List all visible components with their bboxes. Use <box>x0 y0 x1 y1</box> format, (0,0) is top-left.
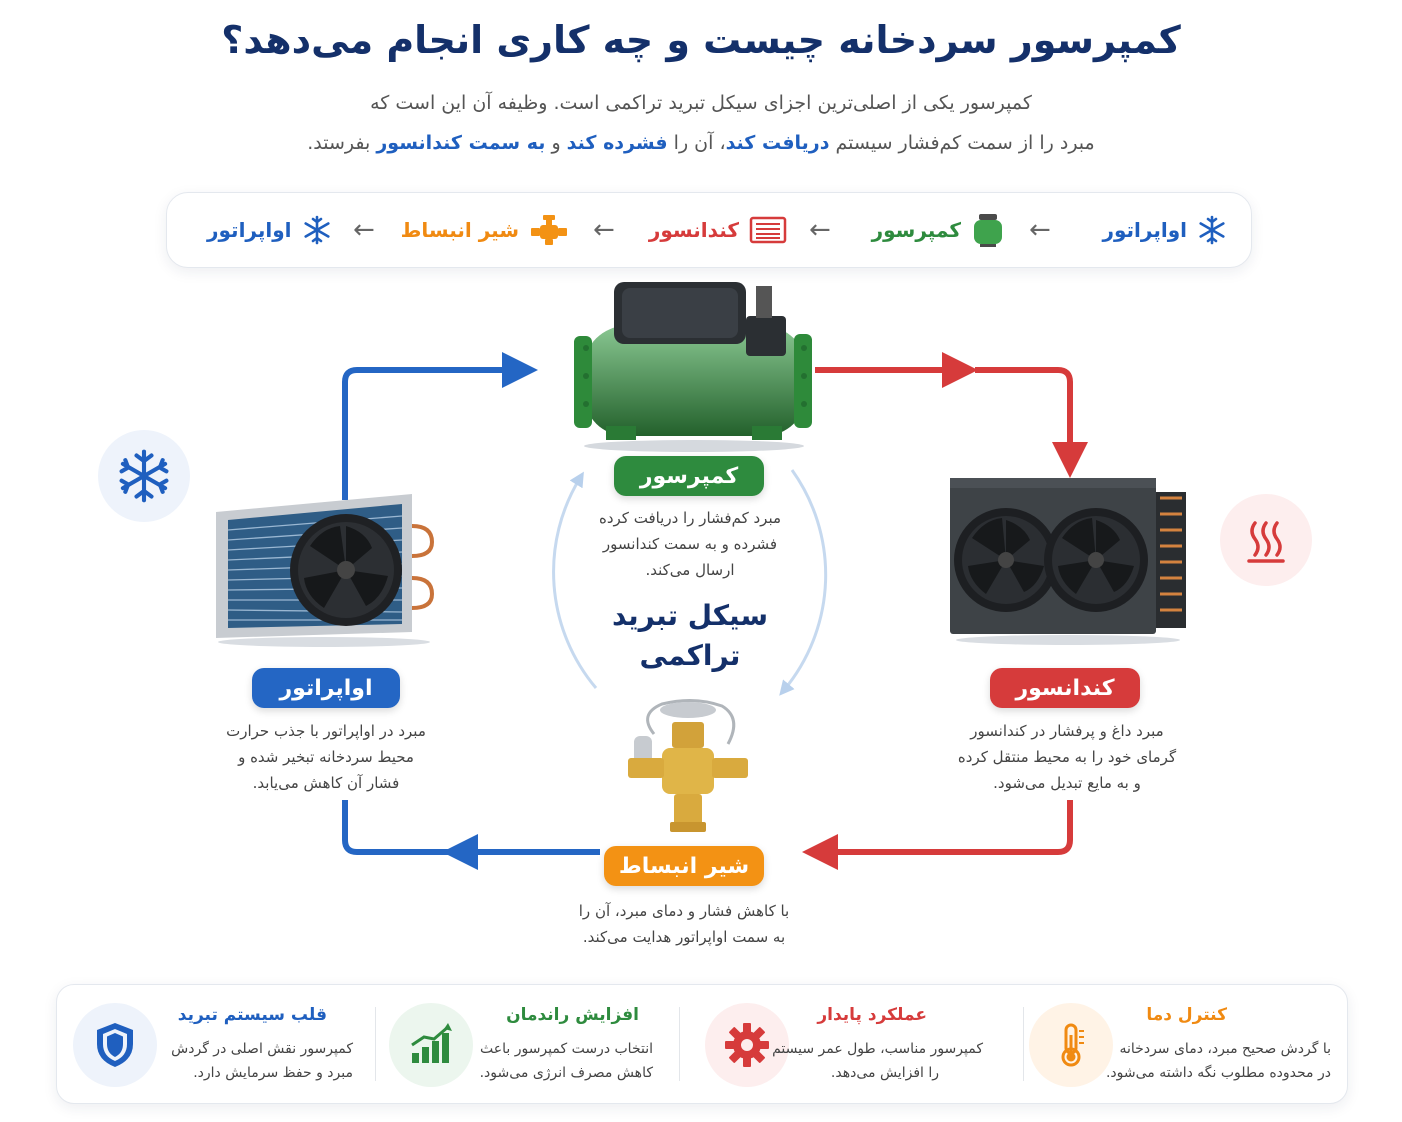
compressor-label: کمپرسور <box>614 456 764 496</box>
feature-description: انتخاب درست کمپرسور باعث کاهش مصرف انرژی… <box>480 1037 653 1085</box>
feature-icon-bg <box>705 1003 789 1087</box>
desc-line: کاهش مصرف انرژی می‌شود. <box>479 1065 653 1081</box>
feature-description: با گردش صحیح مبرد، دمای سردخانه در محدود… <box>1106 1037 1331 1085</box>
flow-item-compressor: کمپرسور <box>872 213 1005 247</box>
features-panel: کنترل دما با گردش صحیح مبرد، دمای سردخان… <box>56 984 1348 1104</box>
desc-line: را افزایش می‌دهد. <box>830 1065 939 1081</box>
desc-line: گرمای خود را به محیط منتقل کرده <box>957 748 1177 766</box>
chart-up-icon <box>411 1023 452 1063</box>
feature-system-heart: قلب سیستم تبرید کمپرسور نقش اصلی در گردش… <box>57 985 379 1103</box>
evaporator-description: مبرد در اواپراتور با جذب حرارت محیط سردخ… <box>196 718 456 796</box>
desc-line: مبرد در اواپراتور با جذب حرارت <box>226 722 426 740</box>
desc-line: در محدوده مطلوب نگه داشته می‌شود. <box>1105 1065 1331 1081</box>
cycle-arc-left <box>552 471 598 689</box>
divider <box>1023 1007 1024 1081</box>
flow-arrow: ← <box>353 215 375 245</box>
feature-description: کمپرسور مناسب، طول عمر سیستم را افزایش م… <box>772 1037 983 1085</box>
feature-description: کمپرسور نقش اصلی در گردش مبرد و حفظ سرما… <box>171 1037 353 1085</box>
flow-arrow: ← <box>1029 215 1051 245</box>
gear-icon <box>725 1023 769 1067</box>
cycle-title-line: سیکل تبرید <box>611 599 769 632</box>
flow-arrow: ← <box>809 215 831 245</box>
compressor-icon <box>974 214 1002 247</box>
shield-icon <box>97 1023 133 1067</box>
feature-title: کنترل دما <box>1146 1005 1227 1025</box>
desc-line: ارسال می‌کند. <box>645 561 735 579</box>
flow-arrow: ← <box>593 215 615 245</box>
expansion-valve-image <box>628 699 748 832</box>
desc-line: با کاهش فشار و دمای مبرد، آن را <box>578 902 790 920</box>
feature-stable-performance: عملکرد پایدار کمپرسور مناسب، طول عمر سیس… <box>701 985 1023 1103</box>
cycle-title-line: تراکمی <box>639 639 741 672</box>
pipe-to-evaporator-up <box>342 800 452 855</box>
flow-bar: اواپراتور ← کمپرسور ← کندانسور ← شیر انب… <box>166 192 1252 268</box>
flow-item-evaporator: اواپراتور <box>1102 213 1227 247</box>
feature-title: افزایش راندمان <box>506 1005 639 1025</box>
pipe-condenser-to-valve <box>802 800 1073 870</box>
desc-line: مبرد داغ و پرفشار در کندانسور <box>970 722 1164 740</box>
condenser-label: کندانسور <box>990 668 1140 708</box>
flow-label: شیر انبساط <box>400 218 519 242</box>
intro-text: بفرستد. <box>307 132 377 154</box>
intro-text: ، آن را <box>667 132 726 154</box>
desc-line: مبرد کم‌فشار را دریافت کرده <box>598 509 781 527</box>
desc-line: محیط سردخانه تبخیر شده و <box>238 748 414 766</box>
valve-icon <box>531 215 567 245</box>
intro-line-2: مبرد را از سمت کم‌فشار سیستم دریافت کند،… <box>200 132 1202 154</box>
intro-highlight-receive: دریافت کند <box>725 132 830 154</box>
flow-item-evaporator-end: اواپراتور <box>207 213 332 247</box>
flow-label: کمپرسور <box>871 218 961 242</box>
desc-line: فشرده و به سمت کندانسور <box>602 535 778 553</box>
compressor-description: مبرد کم‌فشار را دریافت کرده فشرده و به س… <box>560 505 820 583</box>
pipe-evaporator-to-compressor <box>342 352 538 500</box>
feature-title: عملکرد پایدار <box>817 1005 927 1025</box>
evaporator-image <box>216 494 435 647</box>
flow-label: کندانسور <box>648 218 739 242</box>
page-title: کمپرسور سردخانه چیست و چه کاری انجام می‌… <box>221 18 1181 62</box>
intro-highlight-compress: فشرده کند <box>566 132 668 154</box>
pipe-to-condenser-down <box>975 367 1088 478</box>
desc-line: مبرد و حفظ سرمایش دارد. <box>193 1065 353 1081</box>
intro-line-1: کمپرسور یکی از اصلی‌ترین اجزای سیکل تبری… <box>370 92 1032 114</box>
snowflake-icon <box>119 449 169 503</box>
flow-label: اواپراتور <box>207 218 292 242</box>
flow-item-condenser: کندانسور <box>649 213 787 247</box>
desc-line: کمپرسور نقش اصلی در گردش <box>171 1041 353 1057</box>
feature-icon-bg <box>1029 1003 1113 1087</box>
desc-line: به سمت اواپراتور هدایت می‌کند. <box>582 928 786 946</box>
feature-icon-bg <box>389 1003 473 1087</box>
desc-line: انتخاب درست کمپرسور باعث <box>479 1041 653 1057</box>
feature-icon-bg <box>73 1003 157 1087</box>
thermometer-icon <box>1061 1023 1084 1067</box>
cold-badge <box>98 430 190 522</box>
expansion-valve-label: شیر انبساط <box>604 846 764 886</box>
compressor-image <box>574 282 812 452</box>
flow-label: اواپراتور <box>1102 218 1187 242</box>
feature-title: قلب سیستم تبرید <box>177 1005 327 1025</box>
divider <box>679 1007 680 1081</box>
intro-text: مبرد را از سمت کم‌فشار سیستم <box>829 132 1095 154</box>
condenser-description: مبرد داغ و پرفشار در کندانسور گرمای خود … <box>934 718 1200 796</box>
condenser-icon <box>749 216 787 244</box>
desc-line: با گردش صحیح مبرد، دمای سردخانه <box>1119 1041 1331 1057</box>
expansion-valve-description: با کاهش فشار و دمای مبرد، آن را به سمت ا… <box>544 898 824 950</box>
condenser-image <box>950 478 1186 645</box>
cycle-title: سیکل تبرید تراکمی <box>580 596 800 676</box>
desc-line: کمپرسور مناسب، طول عمر سیستم <box>772 1041 983 1057</box>
heat-badge <box>1220 494 1312 586</box>
flow-item-expansion-valve: شیر انبساط <box>401 213 569 247</box>
heat-waves-icon <box>1247 521 1285 563</box>
feature-temperature-control: کنترل دما با گردش صحیح مبرد، دمای سردخان… <box>1025 985 1347 1103</box>
evaporator-label: اواپراتور <box>252 668 400 708</box>
snowflake-icon <box>1199 215 1225 245</box>
snowflake-icon <box>303 215 330 245</box>
desc-line: فشار آن کاهش می‌یابد. <box>252 774 400 792</box>
cycle-arc-right <box>779 469 828 696</box>
desc-line: و به مایع تبدیل می‌شود. <box>993 774 1141 792</box>
divider <box>375 1007 376 1081</box>
intro-highlight-condenser: به سمت کندانسور <box>376 132 546 154</box>
feature-efficiency: افزایش راندمان انتخاب درست کمپرسور باعث … <box>377 985 699 1103</box>
intro-text: و <box>545 132 567 154</box>
